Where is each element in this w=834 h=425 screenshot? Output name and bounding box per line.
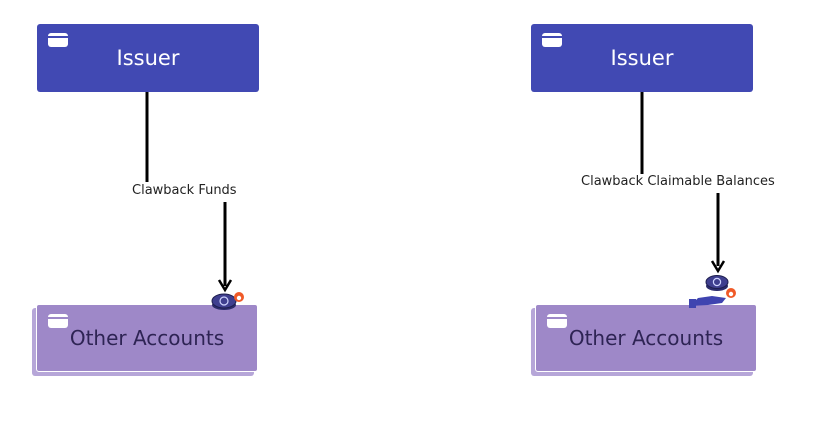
other-accounts-node: Other Accounts: [535, 304, 757, 372]
other-accounts-label: Other Accounts: [568, 326, 724, 350]
other-accounts-node: Other Accounts: [36, 304, 258, 372]
arrowhead-right: [710, 260, 726, 274]
wallet-icon: [547, 314, 567, 328]
wallet-icon: [542, 33, 562, 47]
arrowhead-left: [217, 279, 233, 293]
wallet-icon: [48, 314, 68, 328]
issuer-label: Issuer: [116, 46, 180, 70]
edge-label: Clawback Funds: [130, 183, 239, 199]
wallet-icon: [48, 33, 68, 47]
other-accounts-label: Other Accounts: [69, 326, 225, 350]
issuer-node: Issuer: [37, 24, 259, 92]
issuer-label: Issuer: [610, 46, 674, 70]
edge-label: Clawback Claimable Balances: [579, 174, 777, 190]
issuer-node: Issuer: [531, 24, 753, 92]
